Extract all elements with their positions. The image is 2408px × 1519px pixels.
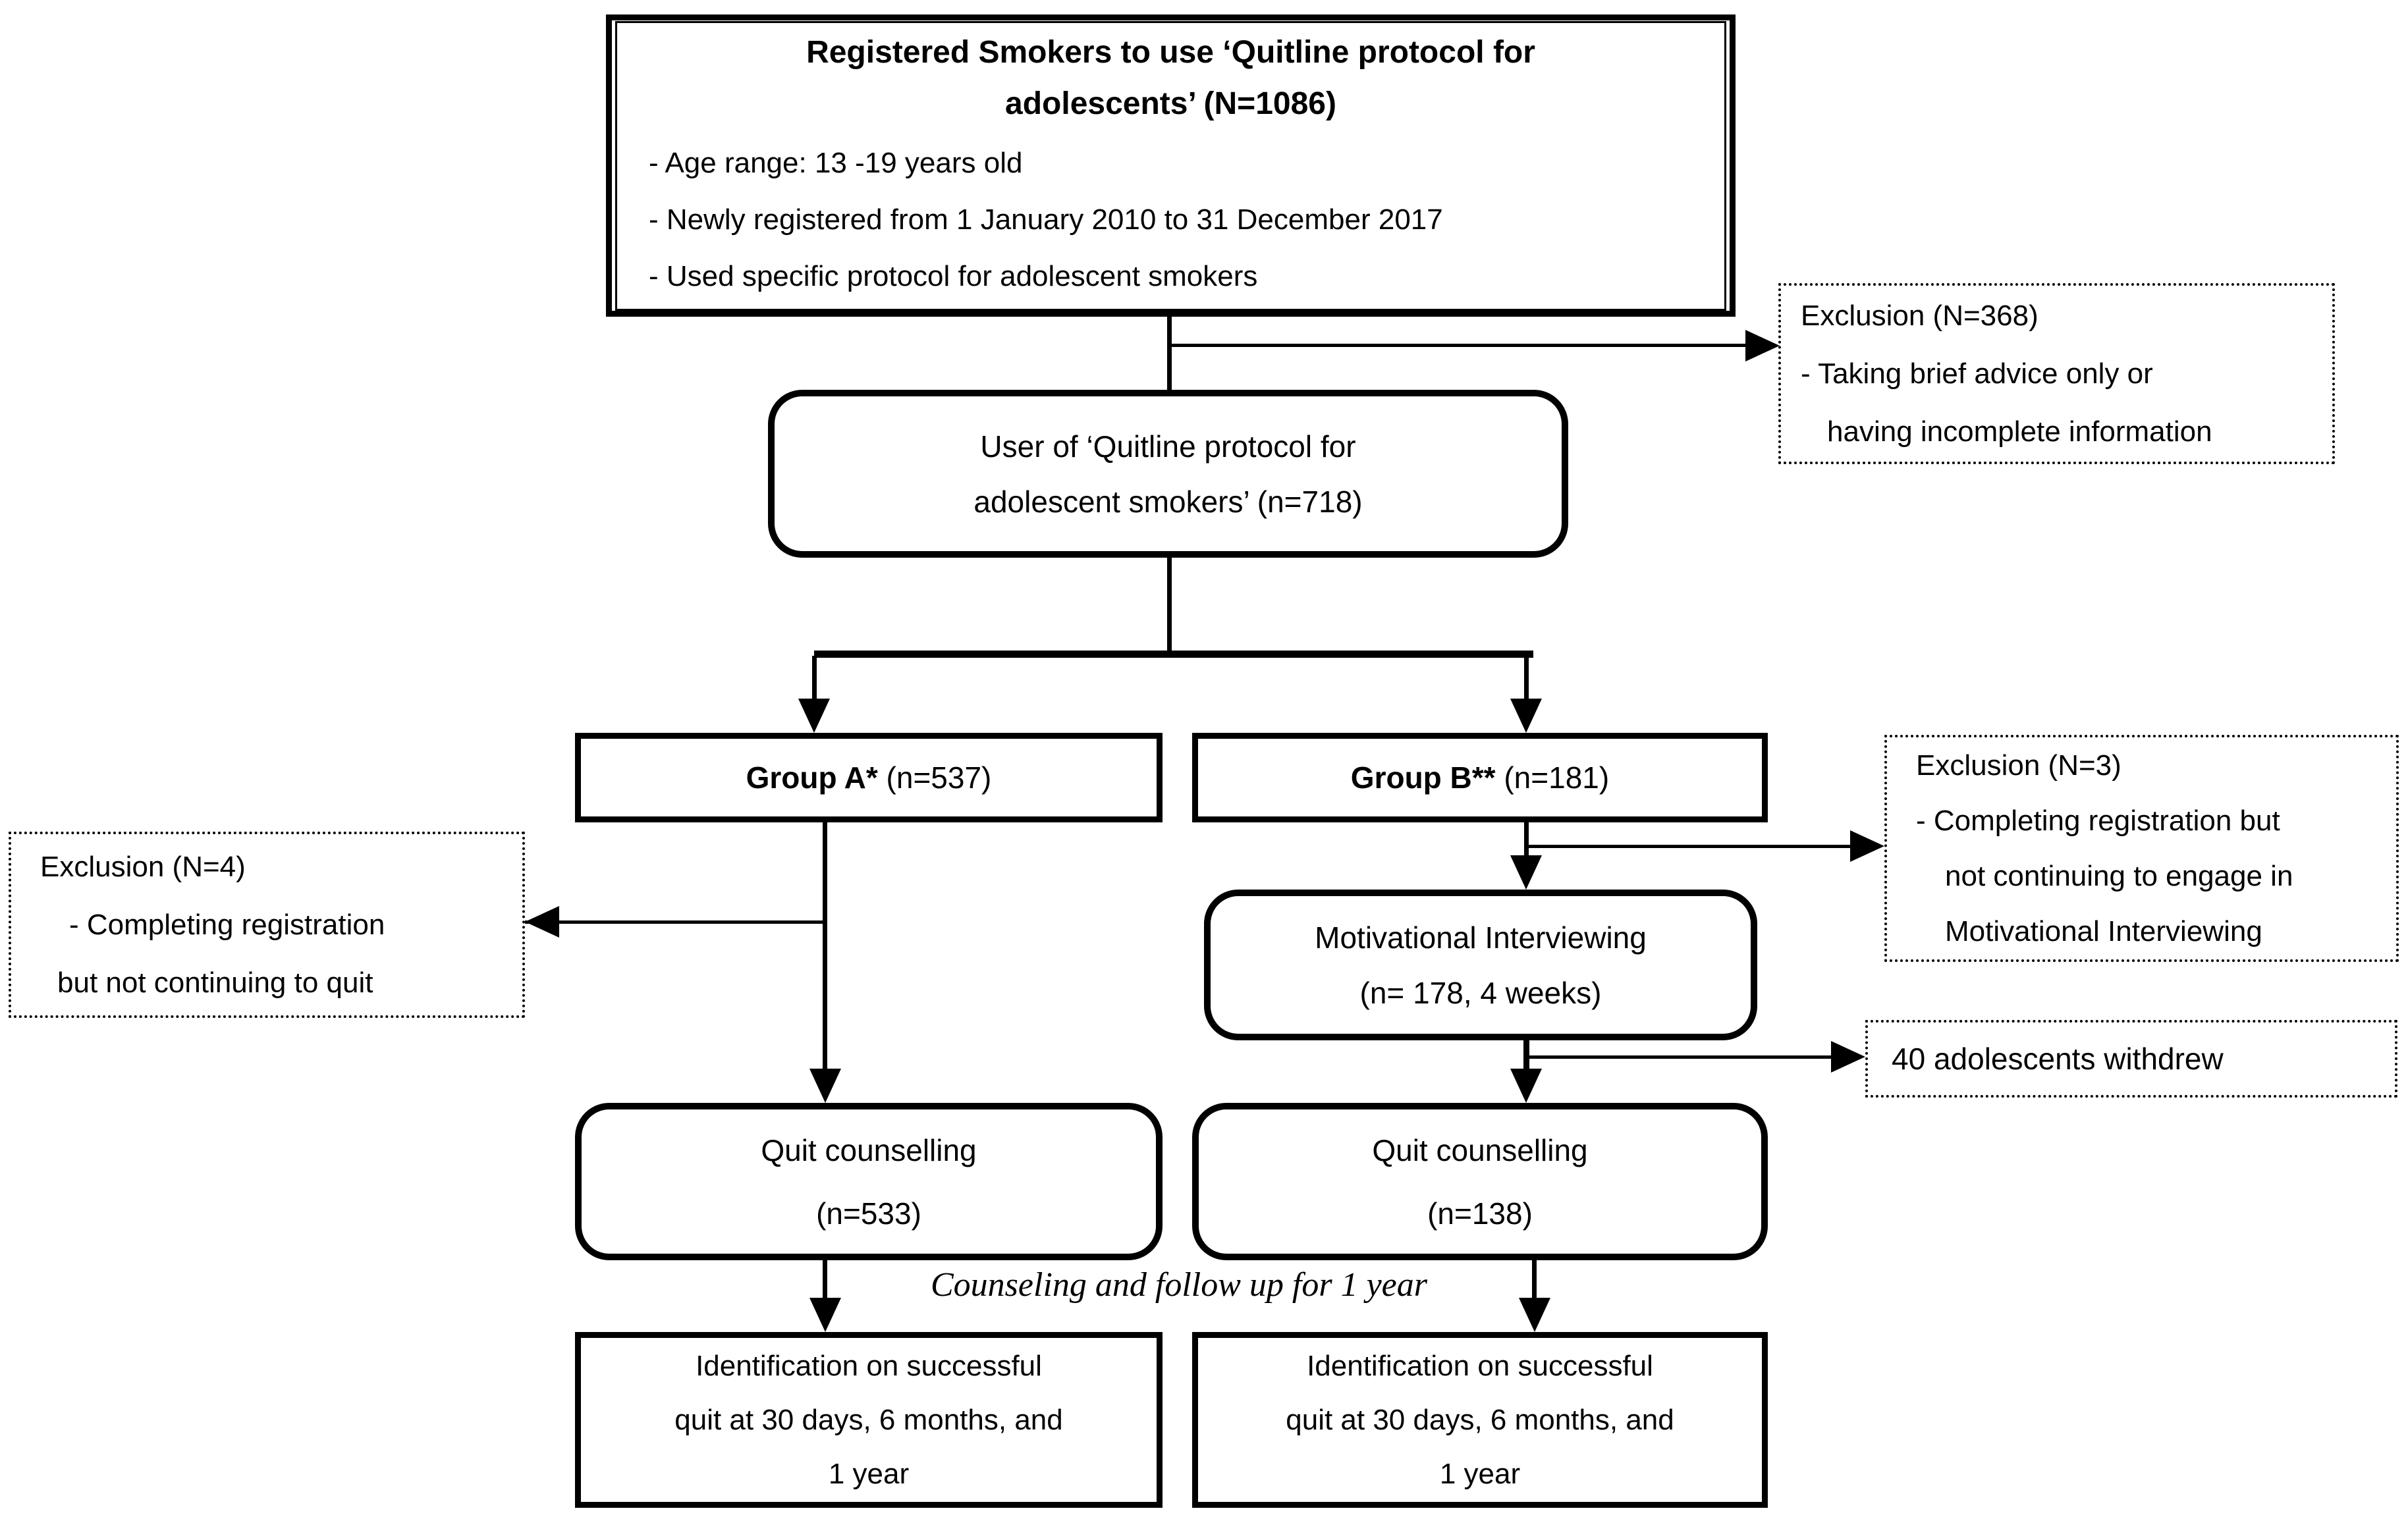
enrollment-box-inner: Registered Smokers to use ‘Quitline prot…	[615, 20, 1726, 311]
arrowhead-exclusion-right	[1850, 830, 1884, 862]
connector-branch-exclusion-left	[525, 920, 825, 924]
quit-b-line2: (n=138)	[1427, 1196, 1533, 1231]
group-a-label: Group A* (n=537)	[746, 750, 992, 805]
protocol-user-box: User of ‘Quitline protocol for adolescen…	[768, 390, 1568, 558]
outcome-a-line3: 1 year	[828, 1457, 910, 1490]
group-a-box: Group A* (n=537)	[575, 733, 1163, 822]
mi-line2: (n= 178, 4 weeks)	[1359, 975, 1602, 1010]
enrollment-title-line2: adolescents’ (N=1086)	[1005, 86, 1336, 121]
arrowhead-quit-a	[809, 1069, 841, 1103]
quit-b-line1: Quit counselling	[1372, 1133, 1588, 1167]
exclusion-box-right: Exclusion (N=3) - Completing registratio…	[1884, 735, 2399, 962]
arrowhead-outcome-b	[1519, 1298, 1550, 1332]
connector-enrollment-to-user	[1167, 317, 1172, 392]
arrowhead-exclusion-top	[1745, 330, 1780, 361]
quit-a-line2: (n=533)	[816, 1196, 921, 1231]
exclusion-right-reason-line1: - Completing registration but	[1916, 804, 2280, 837]
group-a-label-bold: Group A*	[746, 760, 878, 795]
exclusion-left-heading: Exclusion (N=4)	[40, 850, 246, 883]
connector-mi-to-quit-b	[1523, 1040, 1529, 1073]
withdrew-text: 40 adolescents withdrew	[1892, 1042, 2224, 1076]
exclusion-right-reason-line3: Motivational Interviewing	[1945, 915, 2262, 947]
connector-branch-exclusion-top	[1169, 344, 1751, 347]
connector-group-a-to-quit-a	[823, 822, 827, 1073]
protocol-user-line2: adolescent smokers’ (n=718)	[973, 484, 1363, 519]
protocol-user-line1: User of ‘Quitline protocol for	[980, 429, 1356, 464]
criteria-protocol: - Used specific protocol for adolescent …	[649, 259, 1258, 292]
exclusion-left-reason-line2: but not continuing to quit	[57, 966, 373, 999]
motivational-interviewing-box: Motivational Interviewing (n= 178, 4 wee…	[1204, 890, 1757, 1040]
split-bar	[814, 651, 1533, 658]
arrowhead-mi	[1510, 855, 1542, 890]
withdrew-box: 40 adolescents withdrew	[1865, 1020, 2397, 1098]
group-b-label: Group B** (n=181)	[1351, 750, 1609, 805]
group-b-box: Group B** (n=181)	[1192, 733, 1768, 822]
arrowhead-outcome-a	[809, 1298, 841, 1332]
group-b-label-count: (n=181)	[1495, 760, 1610, 795]
quit-counselling-b-box: Quit counselling (n=138)	[1192, 1103, 1768, 1260]
connector-user-to-split	[1167, 558, 1172, 654]
enrollment-box: Registered Smokers to use ‘Quitline prot…	[606, 14, 1736, 317]
outcome-b-line2: quit at 30 days, 6 months, and	[1286, 1403, 1674, 1436]
exclusion-box-top: Exclusion (N=368) - Taking brief advice …	[1778, 283, 2335, 464]
criteria-registration-period: - Newly registered from 1 January 2010 t…	[649, 203, 1443, 236]
follow-up-caption: Counseling and follow up for 1 year	[931, 1266, 1427, 1304]
exclusion-top-heading: Exclusion (N=368)	[1801, 299, 2039, 332]
exclusion-right-reason-line2: not continuing to engage in	[1945, 859, 2293, 892]
exclusion-box-left: Exclusion (N=4) - Completing registratio…	[9, 832, 525, 1018]
outcome-a-line1: Identification on successful	[696, 1349, 1042, 1382]
enrollment-criteria: - Age range: 13 -19 years old - Newly re…	[630, 135, 1711, 305]
connector-quit-b-to-outcome-b	[1532, 1260, 1537, 1301]
group-b-label-bold: Group B**	[1350, 760, 1496, 795]
exclusion-left-reason-line1: - Completing registration	[69, 908, 385, 941]
outcome-a-line2: quit at 30 days, 6 months, and	[674, 1403, 1063, 1436]
quit-a-line1: Quit counselling	[761, 1133, 977, 1167]
exclusion-top-reason-line2: having incomplete information	[1827, 415, 2212, 448]
outcome-b-line3: 1 year	[1439, 1457, 1521, 1490]
exclusion-top-reason-line1: - Taking brief advice only or	[1801, 357, 2153, 390]
connector-quit-a-to-outcome-a	[823, 1260, 827, 1301]
connector-split-to-group-b	[1524, 656, 1529, 703]
arrowhead-group-b	[1510, 699, 1542, 733]
arrowhead-exclusion-left	[525, 906, 559, 938]
outcome-b-box: Identification on successful quit at 30 …	[1192, 1332, 1768, 1508]
connector-split-to-group-a	[812, 656, 817, 703]
exclusion-right-heading: Exclusion (N=3)	[1916, 749, 2121, 782]
arrowhead-quit-b	[1510, 1069, 1542, 1103]
enrollment-title-line1: Registered Smokers to use ‘Quitline prot…	[806, 34, 1535, 70]
arrowhead-group-a	[798, 699, 830, 733]
arrowhead-withdrew	[1831, 1041, 1865, 1073]
criteria-age: - Age range: 13 -19 years old	[649, 146, 1023, 179]
connector-branch-withdrew	[1527, 1055, 1833, 1059]
group-a-label-count: (n=537)	[877, 760, 992, 795]
outcome-b-line1: Identification on successful	[1307, 1349, 1653, 1382]
connector-branch-exclusion-right	[1527, 845, 1853, 848]
mi-line1: Motivational Interviewing	[1315, 920, 1647, 955]
quit-counselling-a-box: Quit counselling (n=533)	[575, 1103, 1163, 1260]
outcome-a-box: Identification on successful quit at 30 …	[575, 1332, 1163, 1508]
connector-group-b-to-mi	[1524, 822, 1529, 861]
